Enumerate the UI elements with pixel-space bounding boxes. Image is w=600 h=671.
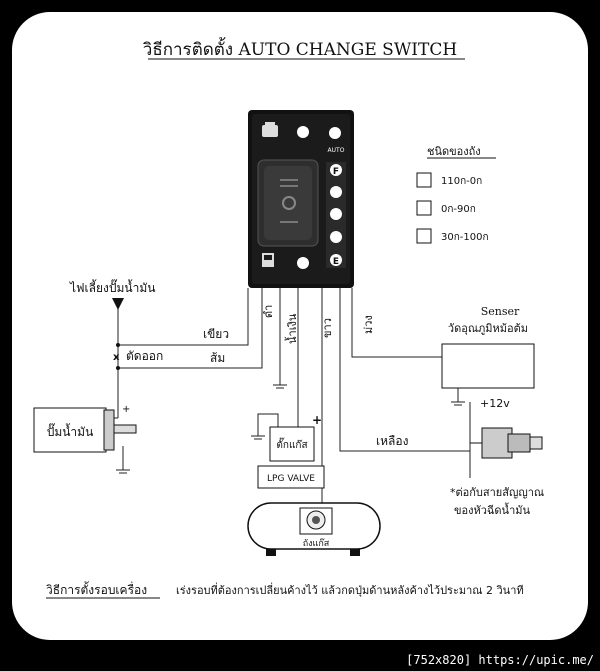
- lpg-valve-label: LPG VALVE: [267, 474, 315, 484]
- wire-purple: [351, 288, 442, 358]
- tank-foot: [350, 549, 360, 556]
- gas-icon-cap: [265, 122, 275, 126]
- lpg-valve-box: [257, 465, 325, 489]
- diagram-title: วิธีการติดตั้ง AUTO CHANGE SWITCH: [142, 37, 457, 60]
- junction-dot: [116, 366, 120, 370]
- tank-foot: [266, 549, 276, 556]
- tank-gauge-center: [312, 516, 320, 524]
- led-level-e: [330, 254, 342, 266]
- wire-valve-ground: [257, 413, 279, 436]
- gas-icon: [262, 125, 278, 137]
- ground-symbols: [116, 384, 465, 474]
- cut-off-label: ตัดออก: [126, 349, 163, 363]
- signal-note-1: *ต่อกับสายสัญญาณ: [450, 486, 544, 499]
- watermark-text: [752x820] https://upic.me/: [406, 653, 594, 667]
- tank-option: 30ก-100ก: [441, 232, 489, 243]
- connector-sleeve: [507, 433, 531, 453]
- pump-plus-sign: +: [122, 404, 130, 415]
- orange-wire-label: ส้ม: [210, 351, 225, 365]
- led-level-f: [330, 164, 342, 176]
- tank-option: 0ก-90ก: [441, 204, 476, 215]
- fuel-pump-icon-window: [264, 255, 272, 260]
- tank-option: 110ก-0ก: [441, 176, 482, 187]
- sensor-box: [441, 343, 535, 389]
- fuel-pump-body: [33, 407, 107, 453]
- gas-valve-assembly: + ตั๊กแก๊ส LPG VALVE: [257, 413, 325, 489]
- rpm-setting-text: เร่งรอบที่ต้องการเปลี่ยนค้างไว้ แล้วกดปุ…: [176, 582, 524, 597]
- junction-dot: [116, 343, 120, 347]
- tank-types-heading: ชนิดของถัง: [427, 145, 481, 158]
- rocker-circle: [282, 196, 296, 210]
- tank-option-checkbox: [416, 172, 432, 188]
- cut-mark-icon: x: [113, 352, 120, 363]
- fuel-pump-endcap: [103, 409, 115, 451]
- tank-option-checkbox: [416, 228, 432, 244]
- fuel-pump: ปั๊มน้ำมัน +: [33, 404, 137, 453]
- tank-option-checkbox: [416, 200, 432, 216]
- auto-label: AUTO: [328, 147, 345, 154]
- led-level: [330, 186, 342, 198]
- rocker-button: [264, 166, 312, 240]
- black-wire-label: ดำ: [262, 305, 275, 318]
- tank-type-legend: ชนิดของถัง 110ก-0ก 0ก-90ก 30ก-100ก: [416, 145, 496, 244]
- level-label-e: E: [333, 257, 339, 267]
- level-label-f: F: [333, 167, 339, 177]
- plus-12v-label: +12v: [480, 397, 510, 410]
- injector-connector: *ต่อกับสายสัญญาณ ของหัวฉีดน้ำมัน: [450, 427, 544, 517]
- led-level: [330, 208, 342, 220]
- wire-orange: [118, 288, 263, 369]
- yellow-wire-label: เหลือง: [376, 434, 408, 448]
- wire-yellow: [339, 288, 470, 452]
- sensor-subtitle: วัดอุณภูมิหม้อต้ม: [448, 322, 528, 335]
- fuel-light-label: ไฟเลี้ยงปั๊มน้ำมัน: [69, 279, 155, 295]
- gas-valve-box: [269, 426, 315, 462]
- blue-wire-label: น้ำเงิน: [284, 313, 299, 344]
- auto-change-switch: AUTO F E: [248, 110, 354, 288]
- fuse-arrow-icon: [112, 298, 124, 310]
- led-gas-indicator: [297, 126, 309, 138]
- watermark-bar: [752x820] https://upic.me/: [0, 651, 600, 671]
- gas-tank-label: ถังแก๊ส: [303, 538, 330, 549]
- fuel-pump-nozzle: [113, 424, 137, 434]
- wiring-diagram: วิธีการติดตั้ง AUTO CHANGE SWITCH AUTO F…: [33, 37, 544, 599]
- fuel-pump-label: ปั๊มน้ำมัน: [47, 423, 94, 439]
- rpm-setting-label: วิธีการตั้งรอบเครื่อง: [46, 581, 147, 597]
- signal-note-2: ของหัวฉีดน้ำมัน: [454, 502, 531, 517]
- led-fuel-indicator: [297, 257, 309, 269]
- temperature-sensor: Senser วัดอุณภูมิหม้อต้ม: [441, 305, 535, 389]
- gas-valve-label: ตั๊กแก๊ส: [276, 437, 307, 451]
- wire-green: [118, 288, 249, 346]
- led-level: [330, 231, 342, 243]
- valve-plus-sign: +: [312, 413, 322, 427]
- led-auto-indicator: [329, 127, 341, 139]
- green-wire-label: เขียว: [203, 327, 229, 341]
- white-wire-label: ขาว: [321, 318, 334, 338]
- gas-tank: ถังแก๊ส: [247, 502, 381, 556]
- sensor-title: Senser: [481, 305, 520, 318]
- purple-wire-label: ม่วง: [362, 315, 375, 334]
- connector-tip: [529, 436, 543, 450]
